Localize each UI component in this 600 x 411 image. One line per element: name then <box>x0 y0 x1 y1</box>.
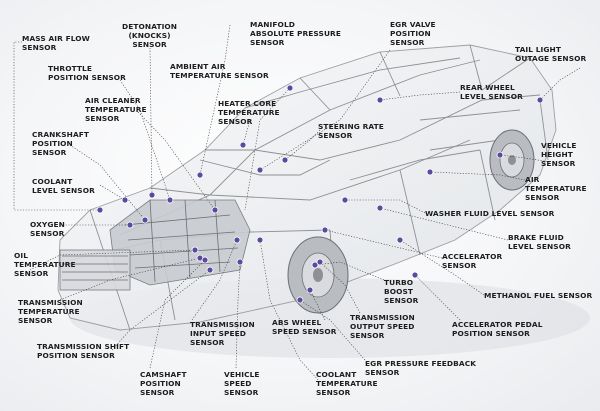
label-mass-air-flow-sensor: MASS AIR FLOW SENSOR <box>22 34 90 52</box>
steering-rate-dot <box>281 156 289 164</box>
egr-valve-dot <box>256 166 264 174</box>
vehicle-speed-dot <box>236 258 244 266</box>
label-vehicle-height-sensor: VEHICLE HEIGHT SENSOR <box>541 141 577 168</box>
label-camshaft-position-sensor: CAMSHAFT POSITION SENSOR <box>140 370 187 397</box>
oil-temperature-dot <box>191 246 199 254</box>
label-transmission-output-speed-sensor: TRANSMISSION OUTPUT SPEED SENSOR <box>350 313 415 340</box>
label-abs-wheel-speed-sensor: ABS WHEEL SPEED SENSOR <box>272 318 337 336</box>
label-ambient-air-temperature-sensor: AMBIENT AIR TEMPERATURE SENSOR <box>170 62 269 80</box>
label-crankshaft-position-sensor: CRANKSHAFT POSITION SENSOR <box>32 130 90 157</box>
camshaft-dot <box>201 256 209 264</box>
label-egr-pressure-feedback-sensor: EGR PRESSURE FEEDBACK SENSOR <box>365 359 477 377</box>
label-turbo-boost-sensor: TURBO BOOST SENSOR <box>384 278 419 305</box>
coolant-level-dot <box>121 196 129 204</box>
label-transmission-shift-position-sensor: TRANSMISSION SHIFT POSITION SENSOR <box>37 342 130 360</box>
detonation-dot <box>148 191 156 199</box>
crankshaft-dot <box>141 216 149 224</box>
washer-fluid-dot <box>341 196 349 204</box>
label-methanol-fuel-sensor: METHANOL FUEL SENSOR <box>484 291 593 300</box>
label-coolant-level-sensor: COOLANT LEVEL SENSOR <box>32 177 95 195</box>
label-egr-valve-position-sensor: EGR VALVE POSITION SENSOR <box>390 20 436 47</box>
throttle-dot <box>166 196 174 204</box>
label-coolant-temperature-sensor: COOLANT TEMPERATURE SENSOR <box>316 370 378 397</box>
accelerator-pedal-dot <box>411 271 419 279</box>
accelerator-dot <box>321 226 329 234</box>
sensor-points <box>96 84 544 304</box>
egr-pressure-dot <box>296 296 304 304</box>
label-throttle-position-sensor: THROTTLE POSITION SENSOR <box>48 64 126 82</box>
tail-light-dot <box>536 96 544 104</box>
leader-lines <box>13 24 581 383</box>
label-accelerator-pedal-position-sensor: ACCELERATOR PEDAL POSITION SENSOR <box>452 320 543 338</box>
manifold-pressure-dot <box>196 171 204 179</box>
coolant-temperature-dot <box>256 236 264 244</box>
transmission-input-dot <box>233 236 241 244</box>
label-transmission-input-speed-sensor: TRANSMISSION INPUT SPEED SENSOR <box>190 320 255 347</box>
ambient-air-dot <box>286 84 294 92</box>
rear-wheel-level-dot <box>376 96 384 104</box>
label-rear-wheel-level-sensor: REAR WHEEL LEVEL SENSOR <box>460 83 523 101</box>
label-vehicle-speed-sensor: VEHICLE SPEED SENSOR <box>224 370 260 397</box>
vehicle-height-dot <box>496 151 504 159</box>
label-steering-rate-sensor: STEERING RATE SENSOR <box>318 122 384 140</box>
label-air-cleaner-temperature-sensor: AIR CLEANER TEMPERATURE SENSOR <box>85 96 147 123</box>
mass-air-flow-dot <box>96 206 104 214</box>
label-washer-fluid-level-sensor: WASHER FLUID LEVEL SENSOR <box>425 209 555 218</box>
label-brake-fluid-level-sensor: BRAKE FLUID LEVEL SENSOR <box>508 233 571 251</box>
label-detonation-sensor: DETONATION (KNOCKS) SENSOR <box>122 22 178 49</box>
rear-wheel <box>489 129 535 191</box>
brake-fluid-dot <box>376 204 384 212</box>
label-transmission-temperature-sensor: TRANSMISSION TEMPERATURE SENSOR <box>18 298 83 325</box>
label-oxygen-sensor: OXYGEN SENSOR <box>30 220 65 238</box>
label-tail-light-outage-sensor: TAIL LIGHT OUTAGE SENSOR <box>515 45 587 63</box>
front-wheel <box>287 236 349 314</box>
turbo-boost-dot <box>311 261 319 269</box>
transmission-shift-dot <box>206 266 214 274</box>
label-accelerator-sensor: ACCELERATOR SENSOR <box>442 252 503 270</box>
label-air-temperature-sensor: AIR TEMPERATURE SENSOR <box>525 175 587 202</box>
label-manifold-absolute-pressure-sensor: MANIFOLD ABSOLUTE PRESSURE SENSOR <box>250 20 341 47</box>
heater-core-dot <box>239 141 247 149</box>
air-temperature-dot <box>426 168 434 176</box>
label-oil-temperature-sensor: OIL TEMPERATURE SENSOR <box>14 251 76 278</box>
methanol-fuel-dot <box>396 236 404 244</box>
oxygen-dot <box>126 221 134 229</box>
abs-wheel-dot <box>306 286 314 294</box>
label-heater-core-temperature-sensor: HEATER CORE TEMPERATURE SENSOR <box>218 99 280 126</box>
transmission-output-dot <box>316 258 324 266</box>
air-cleaner-dot <box>211 206 219 214</box>
